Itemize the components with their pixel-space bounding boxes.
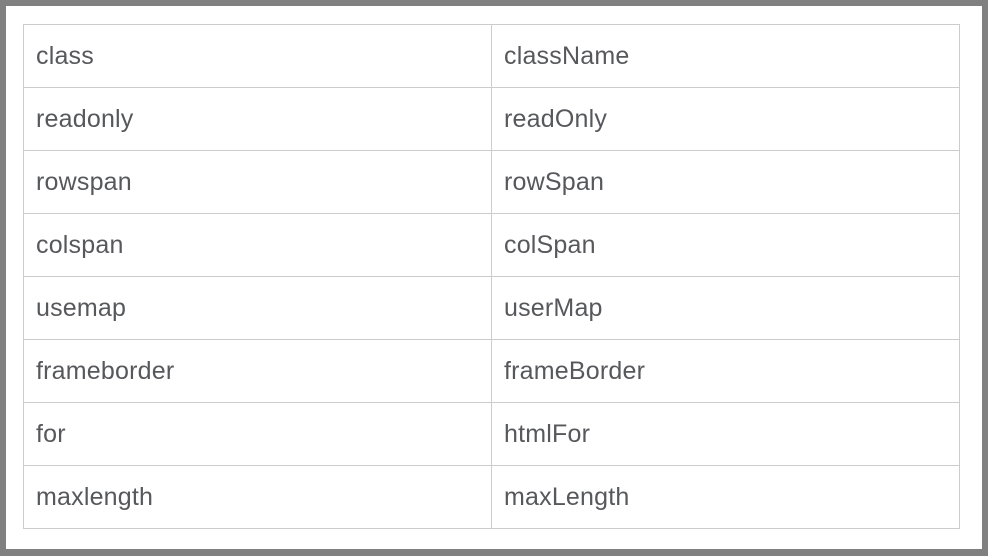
html-attribute-cell: for [23,402,492,466]
dom-property-cell: rowSpan [491,150,960,214]
dom-property-cell: htmlFor [491,402,960,466]
html-attribute-cell: rowspan [23,150,492,214]
html-attribute-cell: colspan [23,213,492,277]
html-attribute-cell: usemap [23,276,492,340]
dom-property-cell: readOnly [491,87,960,151]
dom-property-cell: className [491,24,960,88]
dom-property-cell: userMap [491,276,960,340]
html-attribute-cell: frameborder [23,339,492,403]
html-attribute-cell: readonly [23,87,492,151]
dom-property-cell: maxLength [491,465,960,529]
html-attribute-cell: class [23,24,492,88]
html-attribute-cell: maxlength [23,465,492,529]
dom-property-cell: frameBorder [491,339,960,403]
dom-property-cell: colSpan [491,213,960,277]
